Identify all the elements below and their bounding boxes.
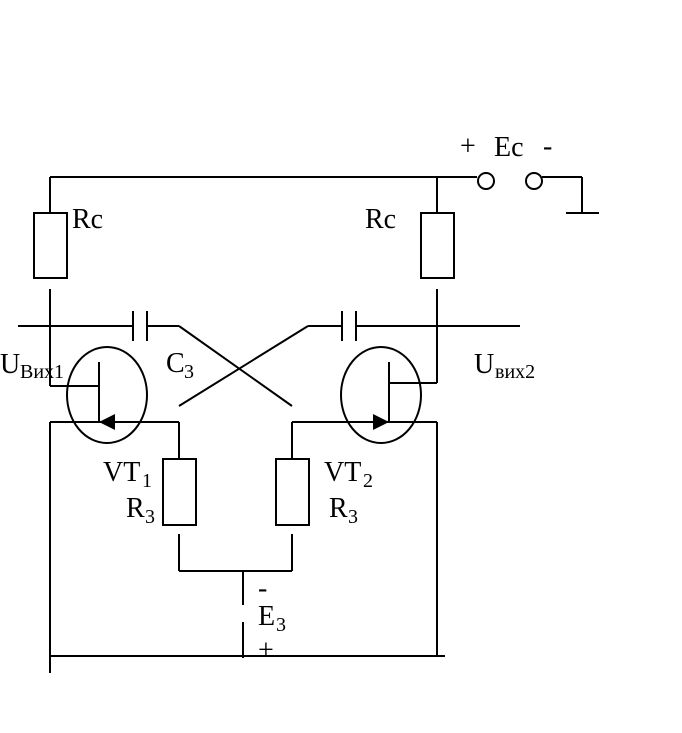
supply-rail [50,172,599,214]
r3-right-label: R [329,493,348,524]
rc-left-label: Rc [72,204,103,235]
uvix2-label: U [474,349,494,380]
e3-label: E [258,601,275,632]
uvix1-subscript: Вих1 [20,361,64,383]
resistor-r3-right [275,458,310,526]
right-coupling-capacitor [178,311,520,407]
rc-right-label: Rc [365,204,396,235]
vt1-label: VT [103,457,140,488]
ec-minus-label: - [543,131,552,162]
resistor-rc-right [420,212,455,279]
ec-label: Ec [494,132,524,163]
r3-right-subscript: 3 [348,506,358,528]
vt2-label: VT [324,457,361,488]
c3-subscript: 3 [184,361,194,383]
bias-source-e3 [49,422,445,673]
uvix2-subscript: вих2 [495,361,535,383]
c3-label: C [166,348,185,379]
gate-resistors [162,422,310,572]
e3-minus-label: - [258,573,267,604]
ec-plus-label: + [460,131,476,162]
r3-left-subscript: 3 [145,506,155,528]
ec-terminal-plus [477,172,495,190]
e3-plus-label: + [258,635,274,666]
left-collector-branch [33,177,99,387]
gate-arrow-icon [99,414,115,430]
transistor-vt2 [292,346,437,444]
resistor-r3-left [162,458,197,526]
resistor-rc-left [33,212,68,279]
uvix1-label: U [0,349,20,380]
r3-left-label: R [126,493,145,524]
right-collector-branch [389,177,455,384]
left-coupling-capacitor [18,311,293,407]
vt1-subscript: 1 [142,470,152,492]
ec-terminal-minus [525,172,543,190]
transistor-vt1 [50,346,179,444]
e3-subscript: 3 [276,614,286,636]
gate-arrow-icon [373,414,389,430]
vt2-subscript: 2 [363,470,373,492]
